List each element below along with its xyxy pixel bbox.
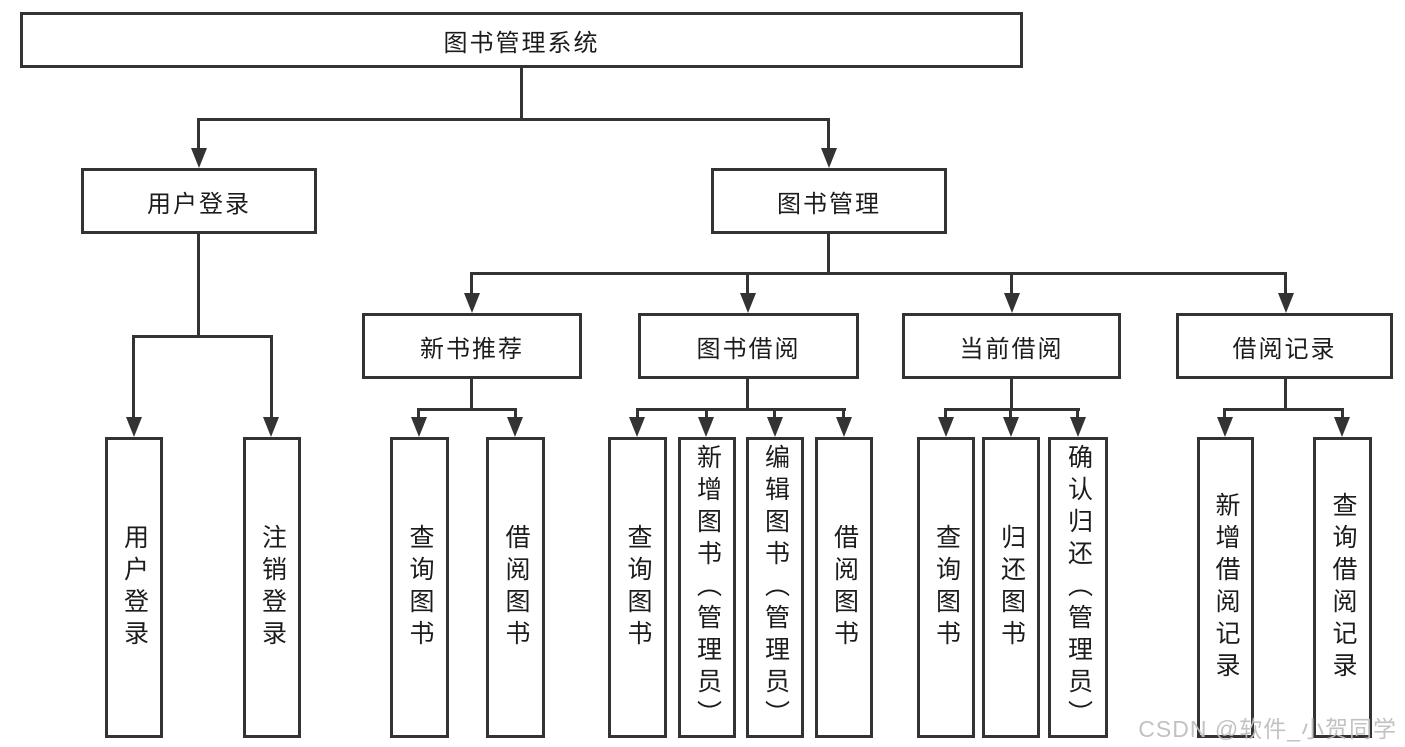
leaf-borrow-books-recommend: 借阅图书 — [486, 437, 545, 738]
node-label: 编辑图书（管理员） — [761, 443, 790, 732]
leaf-confirm-return-admin: 确认归还（管理员） — [1048, 437, 1108, 738]
node-new-book-recommend: 新书推荐 — [362, 313, 582, 379]
connector-line — [944, 408, 1080, 411]
connector-line — [773, 408, 776, 420]
node-library-system: 图书管理系统 — [20, 12, 1023, 68]
arrowhead — [740, 293, 756, 313]
connector-line — [470, 272, 473, 295]
connector-line — [1010, 272, 1013, 295]
node-book-management: 图书管理 — [711, 168, 947, 234]
leaf-add-borrow-record: 新增借阅记录 — [1197, 437, 1254, 738]
connector-line — [1284, 272, 1287, 295]
watermark-text: CSDN @软件_小贺同学 — [1138, 716, 1397, 742]
connector-line — [418, 408, 517, 411]
node-label: 借阅图书 — [502, 523, 530, 652]
arrowhead — [507, 417, 523, 437]
connector-line — [1223, 408, 1344, 411]
arrowhead — [464, 293, 480, 313]
leaf-query-books-borrow: 查询图书 — [608, 437, 667, 738]
arrowhead — [938, 417, 954, 437]
connector-line — [520, 67, 523, 118]
node-label: 查询借阅记录 — [1329, 491, 1357, 684]
connector-line — [197, 118, 200, 152]
arrowhead — [629, 417, 645, 437]
leaf-user-login: 用户登录 — [105, 437, 163, 738]
connector-line — [417, 408, 420, 420]
connector-line — [270, 335, 273, 419]
node-label: 确认归还（管理员） — [1064, 443, 1093, 732]
node-label: 查询图书 — [624, 523, 652, 652]
arrowhead — [1334, 417, 1350, 437]
arrowhead — [1003, 417, 1019, 437]
connector-line — [197, 233, 200, 338]
node-label: 查询图书 — [932, 523, 961, 652]
arrowhead — [263, 417, 279, 437]
node-label: 借阅图书 — [830, 523, 859, 652]
node-label: 新增图书（管理员） — [693, 443, 722, 732]
node-label: 归还图书 — [997, 523, 1026, 652]
connector-line — [470, 378, 473, 410]
connector-line — [1284, 378, 1287, 410]
leaf-query-books-recommend: 查询图书 — [390, 437, 449, 738]
leaf-return-book: 归还图书 — [982, 437, 1040, 738]
connector-line — [827, 118, 830, 152]
leaf-query-borrow-record: 查询借阅记录 — [1313, 437, 1372, 738]
connector-line — [827, 233, 830, 275]
arrowhead — [836, 417, 852, 437]
arrowhead — [126, 417, 142, 437]
connector-line — [514, 408, 517, 420]
leaf-edit-book-admin: 编辑图书（管理员） — [746, 437, 804, 738]
arrowhead — [1217, 417, 1233, 437]
connector-line — [132, 335, 135, 419]
arrowhead — [698, 417, 714, 437]
connector-line — [636, 408, 639, 420]
arrowhead — [1004, 293, 1020, 313]
connector-line — [1009, 408, 1012, 420]
node-label: 用户登录 — [120, 523, 149, 652]
connector-line — [705, 408, 708, 420]
arrowhead — [191, 148, 207, 168]
connector-line — [944, 408, 947, 420]
arrowhead — [1070, 417, 1086, 437]
connector-line — [1010, 378, 1013, 410]
node-book-borrow: 图书借阅 — [638, 313, 859, 379]
connector-line — [470, 272, 1287, 275]
connector-line — [746, 272, 749, 295]
connector-line — [198, 118, 830, 121]
arrowhead — [1278, 293, 1294, 313]
node-label: 新增借阅记录 — [1212, 491, 1240, 684]
arrowhead — [821, 148, 837, 168]
leaf-borrow-books: 借阅图书 — [815, 437, 873, 738]
connector-line — [1341, 408, 1344, 420]
connector-line — [1223, 408, 1226, 420]
connector-line — [746, 378, 749, 410]
node-label: 查询图书 — [406, 523, 434, 652]
connector-line — [132, 335, 273, 338]
node-label: 注销登录 — [258, 523, 287, 652]
arrowhead — [767, 417, 783, 437]
arrowhead — [411, 417, 427, 437]
node-borrow-records: 借阅记录 — [1176, 313, 1393, 379]
node-user-login: 用户登录 — [81, 168, 317, 234]
connector-line — [636, 408, 846, 411]
connector-line — [842, 408, 845, 420]
leaf-query-books-current: 查询图书 — [917, 437, 975, 738]
node-current-borrow: 当前借阅 — [902, 313, 1121, 379]
connector-line — [1076, 408, 1079, 420]
leaf-add-book-admin: 新增图书（管理员） — [678, 437, 736, 738]
leaf-logout: 注销登录 — [243, 437, 301, 738]
